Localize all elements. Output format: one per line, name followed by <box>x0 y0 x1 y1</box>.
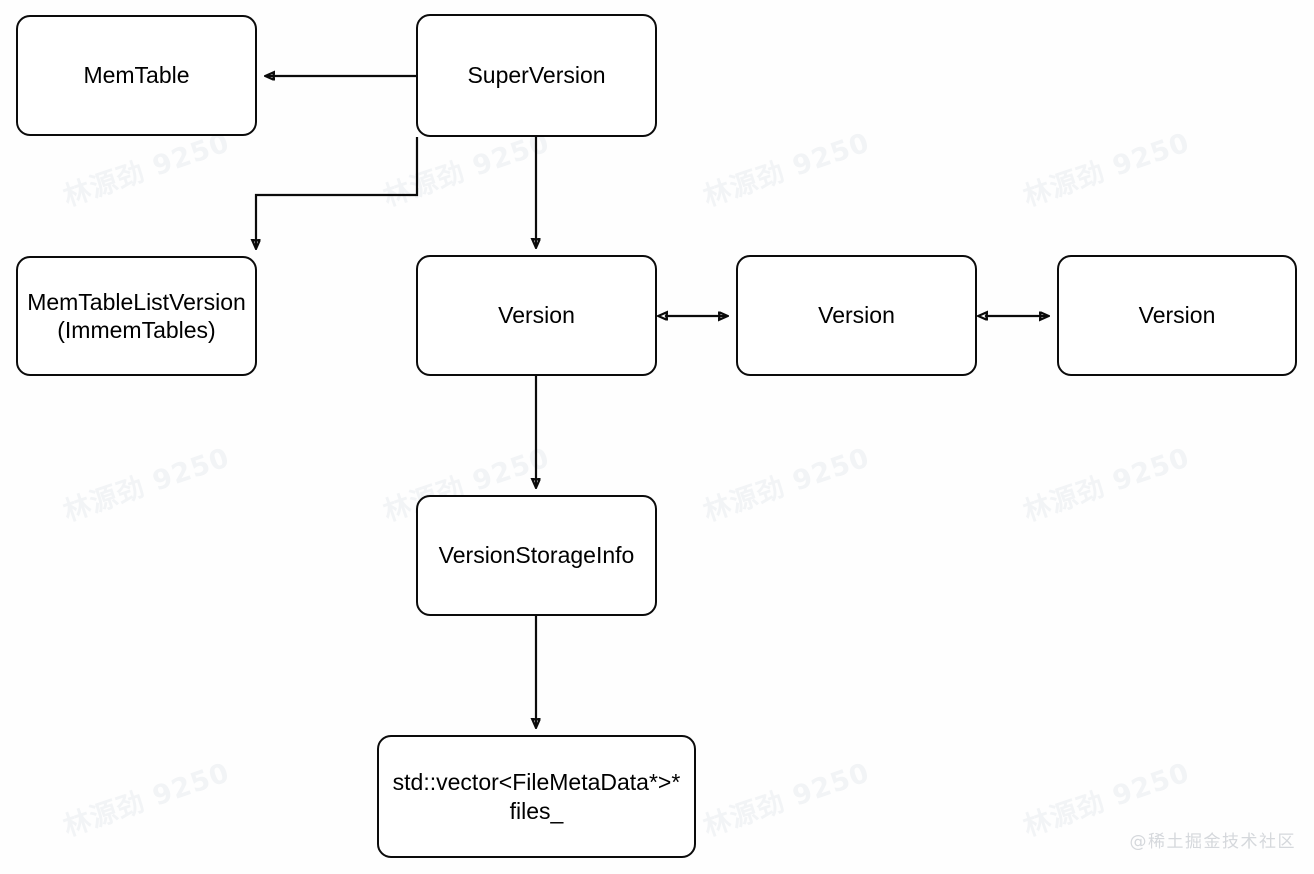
background-watermark: 林源劲 9250 <box>59 757 234 844</box>
node-filesvector[interactable]: std::vector<FileMetaData*>* files_ <box>377 735 696 858</box>
background-watermark: 林源劲 9250 <box>699 127 874 214</box>
node-superversion[interactable]: SuperVersion <box>416 14 657 137</box>
node-memtable[interactable]: MemTable <box>16 15 257 136</box>
background-watermark: 林源劲 9250 <box>699 442 874 529</box>
node-version3[interactable]: Version <box>1057 255 1297 376</box>
background-watermark: 林源劲 9250 <box>1019 442 1194 529</box>
node-versionstorageinfo[interactable]: VersionStorageInfo <box>416 495 657 616</box>
site-credit-watermark: @稀土掘金技术社区 <box>1129 832 1296 852</box>
background-watermark: 林源劲 9250 <box>699 757 874 844</box>
background-watermark: 林源劲 9250 <box>1019 127 1194 214</box>
node-version1[interactable]: Version <box>416 255 657 376</box>
node-version2[interactable]: Version <box>736 255 977 376</box>
edge-superversion-to-memtablelistversion <box>256 137 419 248</box>
background-watermark: 林源劲 9250 <box>59 442 234 529</box>
node-memtablelistversion[interactable]: MemTableListVersion (ImmemTables) <box>16 256 257 376</box>
